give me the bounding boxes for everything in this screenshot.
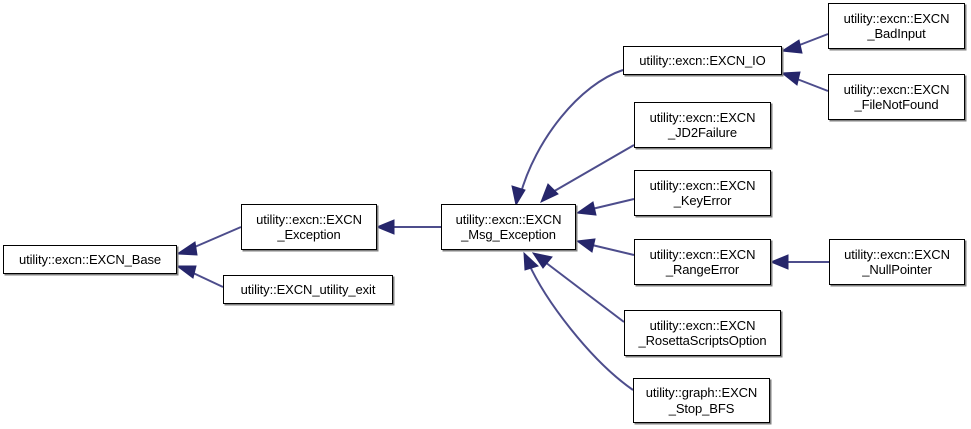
class-node-label: utility::excn::EXCN _JD2Failure (649, 109, 756, 141)
edge-msg-exception-to-exception (375, 219, 441, 235)
class-node-label: utility::graph::EXCN _Stop_BFS (645, 385, 758, 416)
class-node-label: utility::excn::EXCN _NullPointer (844, 246, 950, 278)
class-node-excn-msg-exception[interactable]: utility::excn::EXCN _Msg_Exception (441, 204, 576, 250)
class-node-label: utility::excn::EXCN_IO (639, 52, 766, 68)
edge-badinput-to-io (780, 33, 829, 54)
class-node-excn-jd2failure[interactable]: utility::excn::EXCN _JD2Failure (634, 102, 771, 148)
class-node-excn-filenotfound[interactable]: utility::excn::EXCN _FileNotFound (828, 74, 965, 120)
edge-io-to-msg-exception (511, 69, 624, 207)
edge-stop-bfs-to-msg-exception (523, 251, 634, 391)
edge-keyerror-to-msg-exception (575, 198, 635, 216)
edge-utility-exit-to-base (175, 265, 224, 288)
class-node-label: utility::excn::EXCN _RangeError (649, 246, 756, 278)
class-node-label: utility::excn::EXCN _Exception (256, 211, 362, 243)
class-node-excn-utility-exit[interactable]: utility::EXCN_utility_exit (223, 275, 393, 304)
edge-rosettascriptsoption-to-msg-exception (531, 252, 625, 323)
edge-exception-to-base (175, 226, 242, 256)
class-node-excn-stop-bfs[interactable]: utility::graph::EXCN _Stop_BFS (633, 378, 770, 423)
class-node-excn-io[interactable]: utility::excn::EXCN_IO (623, 46, 782, 75)
class-node-label: utility::excn::EXCN_Base (18, 251, 162, 267)
class-node-excn-rosettascriptsoption[interactable]: utility::excn::EXCN _RosettaScriptsOptio… (624, 310, 781, 356)
edge-nullpointer-to-rangeerror (769, 254, 829, 270)
class-node-excn-exception[interactable]: utility::excn::EXCN _Exception (241, 204, 377, 250)
class-node-label: utility::excn::EXCN _RosettaScriptsOptio… (638, 317, 767, 349)
class-node-excn-badinput[interactable]: utility::excn::EXCN _BadInput (828, 3, 965, 49)
class-node-excn-rangeerror[interactable]: utility::excn::EXCN _RangeError (634, 239, 771, 285)
class-node-label: utility::excn::EXCN _FileNotFound (843, 81, 950, 113)
class-node-excn-nullpointer[interactable]: utility::excn::EXCN _NullPointer (829, 239, 965, 285)
class-node-label: utility::EXCN_utility_exit (240, 281, 376, 297)
class-node-label: utility::excn::EXCN _BadInput (843, 10, 950, 42)
edge-rangeerror-to-msg-exception (575, 238, 635, 256)
class-node-label: utility::excn::EXCN _KeyError (649, 177, 756, 209)
edge-filenotfound-to-io (780, 71, 829, 92)
class-node-label: utility::excn::EXCN _Msg_Exception (455, 211, 562, 243)
edge-jd2failure-to-msg-exception (540, 144, 635, 203)
class-node-excn-base[interactable]: utility::excn::EXCN_Base (3, 245, 177, 274)
class-node-excn-keyerror[interactable]: utility::excn::EXCN _KeyError (634, 170, 771, 216)
